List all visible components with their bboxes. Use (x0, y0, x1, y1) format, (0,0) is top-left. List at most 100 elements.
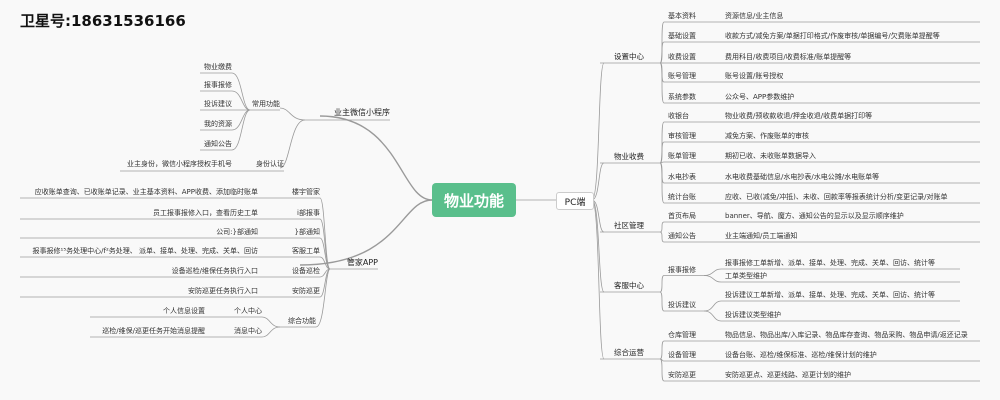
pc-sub-connector (703, 310, 722, 322)
wechat-to-auth (279, 119, 306, 169)
pc-leaf-desc: 应收、已收(减免/冲抵)、未收、回款率等报表统计分析/变更记录/对账单 (725, 193, 948, 201)
pc-leaf-desc: 物品信息、物品出库/入库记录、物品库存查询、物品采购、物品申请/返还记录 (725, 331, 968, 339)
pc-leaf-label[interactable]: 收费设置 (668, 53, 696, 61)
pc-leaf-sub: 投诉建议类型维护 (725, 311, 781, 319)
app-group-desc: 公司:}部通知 (216, 228, 258, 236)
pc-leaf-desc: 物业收费/预收款收退/押金收退/收费单据打印等 (725, 112, 873, 120)
pc-leaf-label[interactable]: 首页布局 (668, 212, 696, 220)
pc-leaf-desc: 账号设置/账号授权 (725, 72, 784, 80)
pc-leaf-label[interactable]: 系统参数 (668, 93, 696, 101)
auth-node[interactable]: 身份认证 (256, 160, 284, 168)
pc-leaf-desc: 水电收费基础信息/水电抄表/水电公摊/水电账单等 (725, 173, 880, 181)
auth-desc: 业主身份，微信小程序授权手机号 (127, 160, 232, 168)
app-group-connector (319, 237, 331, 270)
app-group-label[interactable]: 楼宇管家 (292, 188, 320, 196)
pc-leaf-connector (659, 162, 665, 204)
app-group-desc: 设备巡检/维保任务执行入口 (171, 267, 258, 275)
common-item-connector (231, 90, 251, 111)
pc-leaf-connector (659, 275, 665, 293)
app-group-label[interactable]: }部通知 (294, 228, 320, 236)
pc-leaf-label[interactable]: 安防巡更 (668, 371, 696, 379)
pc-leaf-label[interactable]: 基础设置 (668, 32, 696, 40)
pc-leaf-connector (659, 291, 665, 312)
app-group-connector (319, 197, 331, 270)
pc-to-section (591, 199, 605, 360)
center-node[interactable]: 物业功能 (432, 183, 516, 217)
pc-leaf-label[interactable]: 账号管理 (668, 72, 696, 80)
app-group-label[interactable]: 设备巡检 (292, 267, 320, 275)
caption: 卫星号:18631536166 (20, 12, 186, 30)
app-group-connector (319, 218, 331, 270)
common-functions-node[interactable]: 常用功能 (252, 100, 280, 108)
app-group-desc: 安防巡更任务执行入口 (188, 287, 258, 295)
general-item-label[interactable]: 消息中心 (234, 327, 262, 335)
pc-leaf-label[interactable]: 设备管理 (668, 351, 696, 359)
pc-to-section (591, 199, 605, 293)
app-group-label[interactable]: 客服工单 (292, 247, 320, 255)
pc-leaf-desc: 设备台账、巡检/维保标准、巡检/维保计划的维护 (725, 351, 877, 359)
general-functions-node[interactable]: 综合功能 (288, 317, 316, 325)
pc-leaf-label[interactable]: 报事报修 (668, 265, 696, 274)
general-item-desc: 个人信息设置 (163, 307, 205, 315)
pc-node[interactable]: PC端 (556, 192, 594, 210)
branch-line-wechat (319, 115, 433, 201)
pc-leaf-label[interactable]: 统计台账 (668, 193, 696, 201)
pc-leaf-connector (659, 358, 665, 382)
pc-leaf-desc: 公众号、APP参数维护 (725, 93, 795, 101)
pc-leaf-label[interactable]: 水电抄表 (668, 173, 696, 181)
pc-leaf-connector (659, 340, 665, 360)
pc-leaf-sub: 投诉建议工单新增、派单、接单、处理、完成、关单、回访、统计等 (725, 291, 935, 299)
pc-leaf-desc: 费用科目/收费项目/收费标准/账单提醒等 (725, 53, 852, 61)
pc-leaf-connector (659, 41, 665, 64)
pc-leaf-label[interactable]: 账单管理 (668, 152, 696, 160)
pc-section-label[interactable]: 客服中心 (614, 281, 644, 290)
pc-leaf-label[interactable]: 投诉建议 (668, 301, 696, 309)
pc-leaf-desc: 期初已收、未收账单数据导入 (725, 152, 816, 160)
pc-leaf-connector (659, 141, 665, 164)
pc-sub-connector (703, 275, 722, 283)
pc-leaf-desc: banner、导航、魔方、通知公告的显示以及显示顺序维护 (725, 212, 904, 220)
common-item[interactable]: 物业缴费 (204, 63, 232, 71)
pc-leaf-desc: 收款方式/减免方案/单据打印格式/作废审核/单据编号/欠费账单提醒等 (725, 32, 940, 40)
general-item-connector (261, 316, 281, 328)
pc-section-label[interactable]: 设置中心 (614, 52, 644, 61)
pc-to-section (591, 62, 605, 201)
pc-leaf-label[interactable]: 基本资料 (668, 12, 696, 20)
app-node[interactable]: 管家APP (346, 258, 378, 267)
pc-leaf-desc: 资源信息/业主信息 (725, 12, 784, 20)
pc-section-label[interactable]: 综合运营 (614, 348, 644, 357)
pc-leaf-connector (659, 62, 665, 104)
app-group-desc: 报事报修¹⁵务处理中心/f²务处理、 派单、接单、处理、完成、关单、回访 (32, 247, 258, 255)
common-item[interactable]: 我的资源 (204, 120, 232, 128)
common-item-connector (231, 109, 251, 151)
wechat-to-common (279, 107, 306, 121)
app-group-label[interactable]: 安防巡更 (292, 287, 320, 295)
wechat-node[interactable]: 业主微信小程序 (334, 108, 390, 117)
app-to-general (315, 268, 331, 328)
common-item[interactable]: 投诉建议 (204, 100, 232, 108)
pc-leaf-label[interactable]: 通知公告 (668, 232, 696, 240)
app-group-desc: 应收账单查询、已收账单记录、业主基本资料、APP收费、添加临时账单 (34, 188, 258, 196)
pc-leaf-desc: 安防巡更点、巡更线路、巡更计划的维护 (725, 371, 851, 379)
common-item-connector (231, 72, 251, 111)
pc-leaf-label[interactable]: 收银台 (668, 112, 689, 120)
pc-sub-connector (703, 268, 722, 276)
app-group-label[interactable]: i部报事 (297, 209, 320, 217)
common-item-connector (231, 109, 251, 131)
pc-leaf-label[interactable]: 审核管理 (668, 132, 696, 140)
pc-leaf-sub: 工单类型维护 (725, 272, 767, 280)
common-item[interactable]: 报事报修 (204, 81, 232, 89)
branch-line-app (299, 199, 433, 266)
pc-leaf-desc: 业主端通知/员工端通知 (725, 232, 798, 240)
pc-leaf-label[interactable]: 仓库管理 (668, 331, 696, 339)
app-group-connector (319, 256, 331, 270)
pc-leaf-connector (659, 231, 665, 243)
pc-section-label[interactable]: 物业收费 (614, 152, 644, 161)
general-item-connector (261, 326, 281, 338)
general-item-label[interactable]: 个人中心 (234, 307, 262, 315)
common-item[interactable]: 通知公告 (204, 140, 232, 148)
pc-leaf-connector (659, 221, 665, 233)
pc-leaf-desc: 减免方案、作废账单的审核 (725, 132, 809, 140)
pc-section-label[interactable]: 社区管理 (614, 221, 644, 230)
